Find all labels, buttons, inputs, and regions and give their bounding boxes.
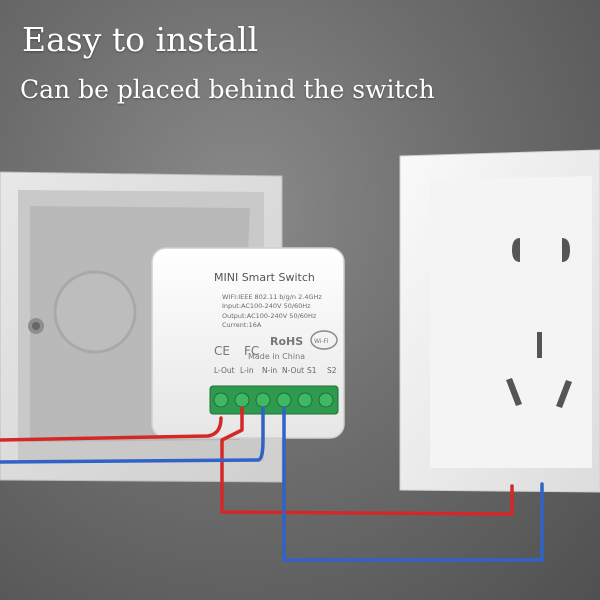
device-title: MINI Smart Switch [214,271,315,284]
terminal-label-l-in: L-in [240,366,254,375]
made-in-text: Made in China [248,352,305,361]
rohs-mark: RoHS [270,335,303,348]
wifi-badge-text: Wi-Fi [314,338,329,345]
socket-slot-right [556,380,572,408]
terminal-label-s1: S1 [307,366,317,375]
socket-hole-left [512,238,520,262]
headline: Easy to install [22,20,259,59]
smart-switch-module: MINI Smart Switch WIFI:IEEE 802.11 b/g/n… [151,247,345,439]
spec-wifi: WIFI:IEEE 802.11 b/g/n 2.4GHz [222,293,322,301]
wall-socket-panel [399,149,600,493]
neutral-wire-in [0,406,265,464]
spec-current: Current:16A [222,321,262,329]
ce-mark: CE [214,344,230,358]
live-wire-in [0,416,223,442]
terminal-label-s2: S2 [327,366,337,375]
terminal-label-n-in: N-in [262,366,277,375]
fc-mark: FC [244,344,259,358]
terminal-label-l-out: L-Out [214,366,235,375]
socket-slot-left [506,378,522,406]
terminal-labels: L-Out L-in N-in N-Out S1 S2 [214,366,337,375]
neutral-wire-out [282,406,544,562]
socket-hole-right [562,238,570,262]
subheadline: Can be placed behind the switch [20,75,435,104]
spec-input: Input:AC100-240V 50/60Hz [222,302,311,310]
socket-hole-center [537,332,542,358]
live-wire-out [220,406,514,516]
wiring [0,406,544,562]
spec-output: Output:AC100-240V 50/60Hz [222,312,317,320]
wifi-logo-icon: Wi-Fi [310,330,338,350]
terminal-block [209,385,339,415]
terminal-label-n-out: N-Out [282,366,304,375]
